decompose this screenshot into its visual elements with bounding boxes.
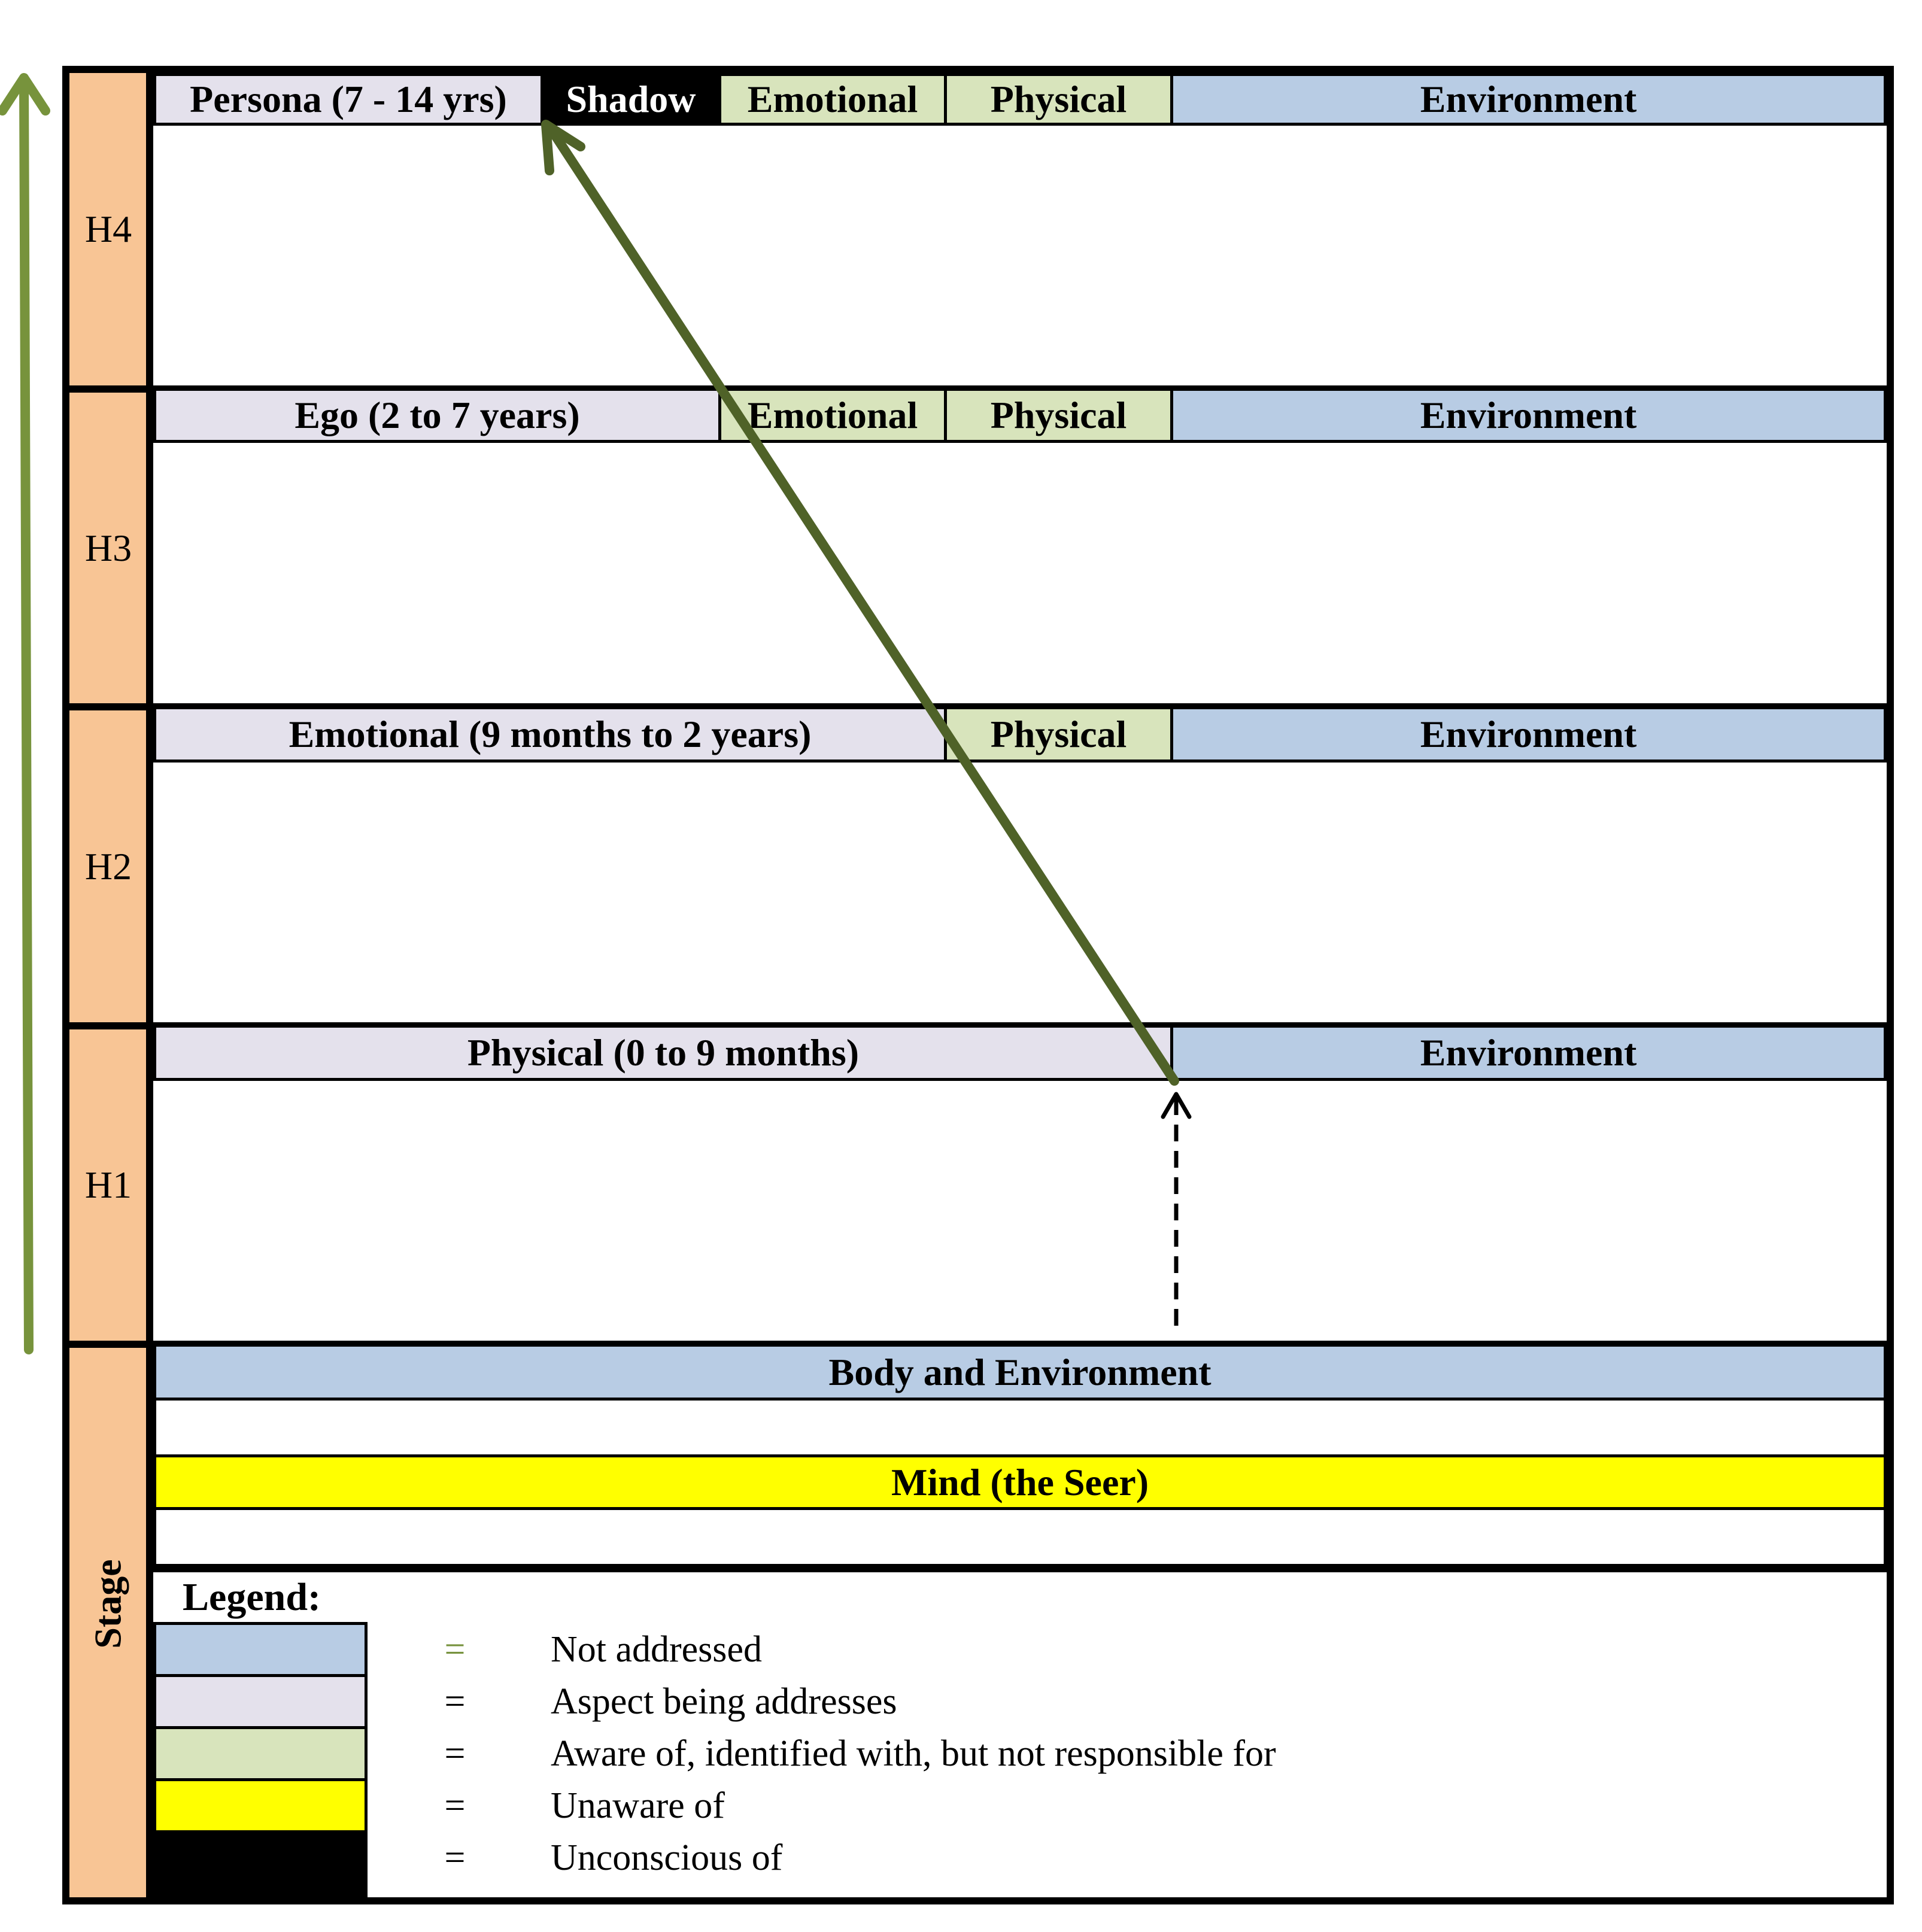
h4-physical: Physical [944,73,1173,126]
legend-separator [153,1565,1887,1572]
base-spacer-1 [153,1398,1887,1457]
row-label-h1: H1 [84,1164,132,1206]
dashed-arrow [1161,1092,1192,1326]
legend-equals: = [444,1629,466,1670]
base-spacer-2 [153,1507,1887,1567]
h3-ego: Ego (2 to 7 years) [153,388,721,443]
legend-swatch-unconscious [153,1830,368,1897]
h4-environment: Environment [1170,73,1887,126]
stage-divider [146,73,153,1897]
h4-persona: Persona (7 - 14 yrs) [153,73,543,126]
progression-arrow [541,120,1179,1086]
legend-text-aware: Aware of, identified with, but not respo… [551,1733,1276,1774]
h3-emotional: Emotional [718,388,947,443]
mind-the-seer-bar: Mind (the Seer) [153,1454,1887,1510]
legend-text-aspect: Aspect being addresses [551,1681,897,1722]
legend-text-unaware: Unaware of [551,1785,725,1826]
h1-environment: Environment [1170,1025,1887,1081]
legend-equals: = [444,1785,466,1826]
h2-emotional: Emotional (9 months to 2 years) [153,706,947,763]
row-label-h2: H2 [84,845,132,888]
h4-shadow: Shadow [541,73,721,126]
legend-equals: = [444,1681,466,1722]
legend-text-unconscious: Unconscious of [551,1837,783,1878]
legend-text-not-addressed: Not addressed [551,1629,762,1670]
development-arrow [0,73,50,1354]
h3-environment: Environment [1170,388,1887,443]
stage-column [69,73,147,1897]
row-label-h3: H3 [84,526,132,569]
legend-title: Legend: [183,1575,321,1619]
legend-equals: = [444,1837,466,1878]
body-and-environment-bar: Body and Environment [153,1344,1887,1401]
h2-environment: Environment [1170,706,1887,763]
h2-physical: Physical [944,706,1173,763]
row-label-h4: H4 [84,208,132,250]
h4-emotional: Emotional [718,73,947,126]
h3-physical: Physical [944,388,1173,443]
diagram-frame [62,66,1894,1904]
legend-equals: = [444,1733,466,1774]
